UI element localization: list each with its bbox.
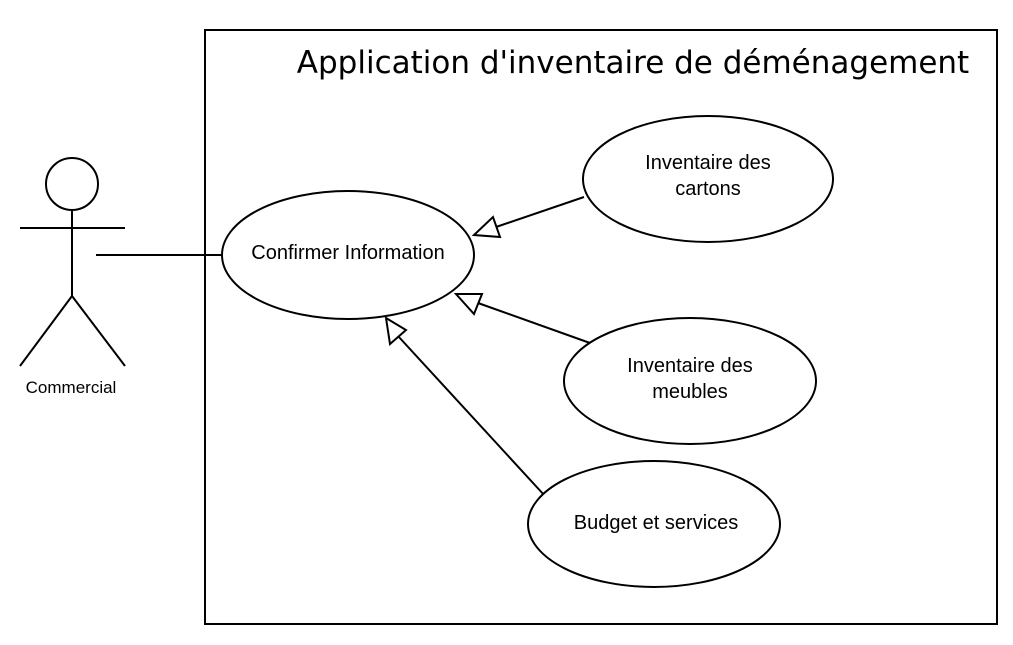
use-case-ellipse bbox=[527, 460, 781, 588]
generalization-line-cartons bbox=[495, 196, 585, 228]
use-case-budget-services[interactable]: Budget et services bbox=[527, 460, 781, 588]
actor-head bbox=[45, 157, 99, 211]
use-case-label-line2: cartons bbox=[675, 178, 741, 200]
use-case-label: Confirmer Information bbox=[251, 242, 444, 264]
generalization-line-budget bbox=[397, 335, 546, 497]
use-case-inventaire-meubles[interactable]: Inventaire des meubles bbox=[563, 317, 817, 445]
actor-commercial[interactable]: Commercial bbox=[19, 157, 126, 397]
actor-label: Commercial bbox=[26, 378, 117, 397]
generalization-arrowhead-meubles bbox=[453, 293, 484, 316]
generalization-arrowhead-budget bbox=[384, 316, 408, 346]
use-case-ellipse bbox=[221, 190, 475, 320]
actor-left-leg bbox=[19, 295, 73, 367]
actor-right-leg bbox=[71, 295, 126, 367]
system-boundary bbox=[204, 29, 998, 625]
use-case-inventaire-cartons[interactable]: Inventaire des cartons bbox=[582, 115, 834, 243]
generalization-arrowhead-cartons bbox=[471, 215, 502, 239]
use-case-ellipse bbox=[563, 317, 817, 445]
use-case-confirmer-information[interactable]: Confirmer Information bbox=[221, 190, 475, 320]
system-title: Application d'inventaire de déménagement bbox=[297, 45, 969, 81]
use-case-ellipse bbox=[582, 115, 834, 243]
use-case-label-line2: meubles bbox=[652, 381, 728, 403]
use-case-label-line1: Inventaire des bbox=[627, 355, 753, 377]
use-case-label-line1: Inventaire des bbox=[645, 152, 771, 174]
use-case-label: Budget et services bbox=[574, 512, 739, 534]
generalization-line-meubles bbox=[477, 302, 591, 344]
